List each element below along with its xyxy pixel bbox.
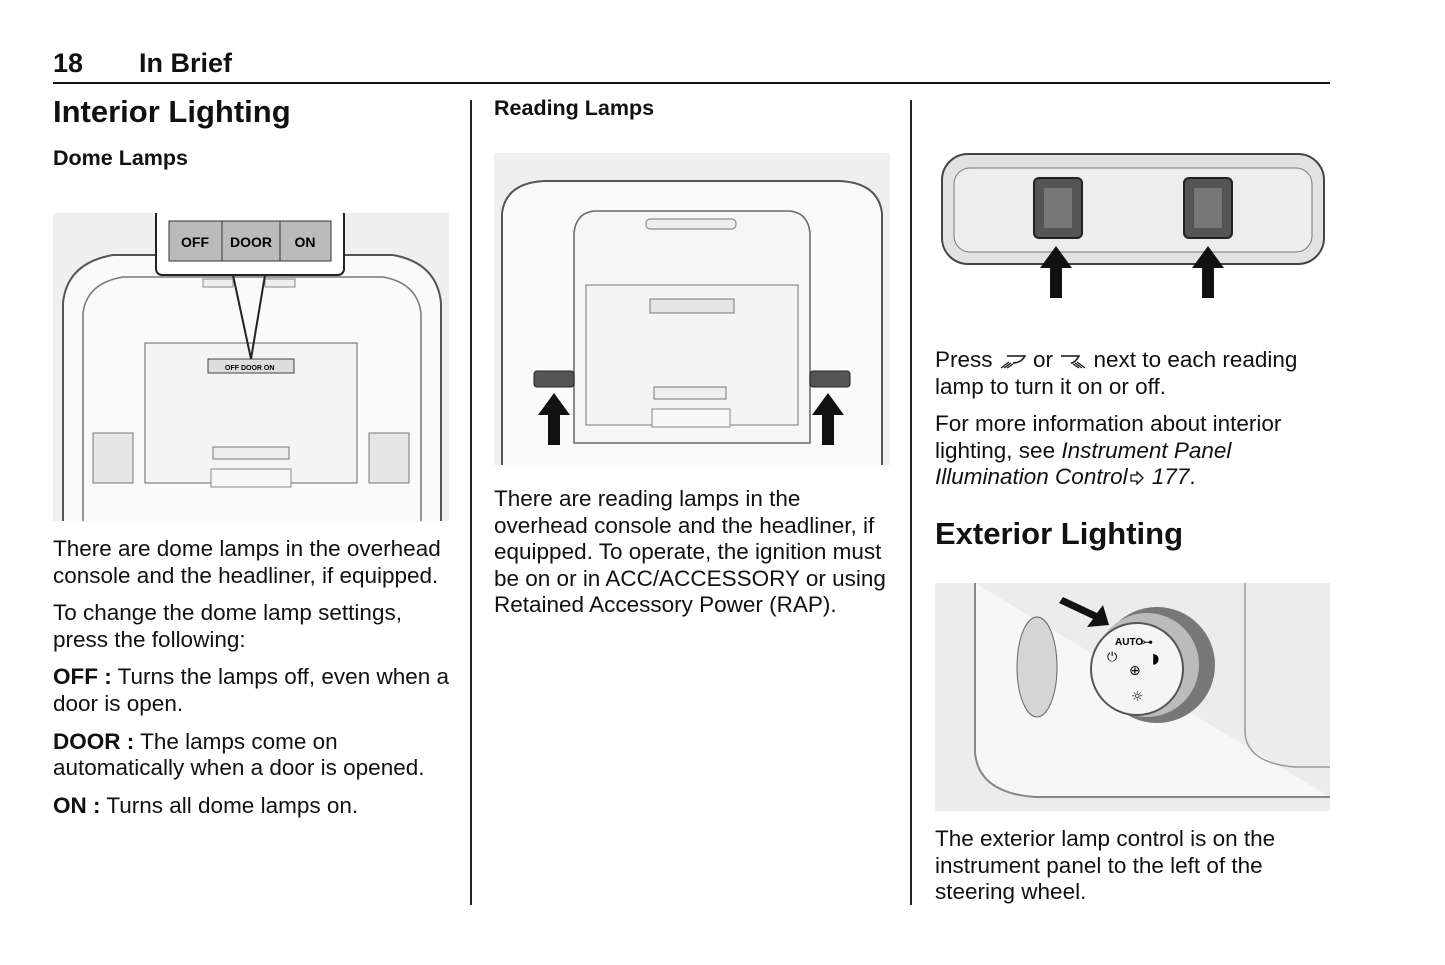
- term: DOOR :: [53, 728, 135, 754]
- off-label: OFF: [181, 234, 209, 250]
- reading-lamps-heading: Reading Lamps: [494, 96, 655, 120]
- press-instruction: Press or next to each reading lamp to tu…: [935, 347, 1335, 400]
- dome-lamps-text: There are dome lamps in the overhead con…: [53, 536, 453, 830]
- reading-lamp-right-icon: [1061, 355, 1086, 369]
- interior-lighting-heading: Interior Lighting: [53, 94, 291, 129]
- press-text: Press: [935, 347, 999, 372]
- or-text: or: [1026, 347, 1060, 372]
- dome-para-2: To change the dome lamp settings, press …: [53, 600, 402, 652]
- dashboard-brightness-icon: ☼: [1131, 689, 1144, 705]
- reading-lamps-text: There are reading lamps in the overhead …: [494, 486, 894, 630]
- exterior-lighting-heading: Exterior Lighting: [935, 516, 1183, 551]
- dome-lamp-figure: OFF DOOR ON OFF DOOR ON: [53, 213, 449, 521]
- page-number: 18: [53, 48, 84, 78]
- dome-para-1: There are dome lamps in the overhead con…: [53, 536, 441, 588]
- parking-lamp-icon: ⊶: [1141, 635, 1153, 649]
- reading-lamp-console-figure: [494, 153, 890, 465]
- page-reference-arrow-icon: [1129, 471, 1144, 486]
- column-divider: [910, 100, 912, 905]
- on-label: ON: [295, 234, 316, 250]
- dome-item-on: ON : Turns all dome lamps on.: [53, 793, 453, 820]
- pointer-arrow: [1059, 597, 1109, 627]
- headlamp-icon: ◗: [1152, 651, 1159, 667]
- term: ON :: [53, 792, 101, 818]
- term: OFF :: [53, 664, 112, 690]
- exterior-lighting-text: The exterior lamp control is on the inst…: [935, 826, 1335, 917]
- power-off-icon: ⏻: [1107, 650, 1117, 665]
- header-rule: [53, 82, 1330, 84]
- reading-lamp-instructions: Press or next to each reading lamp to tu…: [935, 347, 1335, 502]
- dome-item-off: OFF : Turns the lamps off, even when a d…: [53, 664, 453, 717]
- more-info: For more information about interior ligh…: [935, 411, 1335, 491]
- more-text: For more information about interior ligh…: [935, 411, 1282, 463]
- exterior-lamp-control-figure: AUTO ⊶ ⏻ ◗ ⊕ ☼: [935, 583, 1330, 811]
- svg-text:OFF DOOR ON: OFF DOOR ON: [225, 365, 274, 372]
- auto-label: AUTO: [1115, 637, 1143, 648]
- reading-lamp-headliner-figure: [940, 152, 1326, 298]
- desc: The lamps come on automatically when a d…: [53, 728, 425, 781]
- reading-para-1: There are reading lamps in the overhead …: [494, 486, 886, 618]
- cross-reference-link[interactable]: Instrument Panel Illumination Control: [935, 437, 1232, 490]
- fog-lamp-icon: ⊕: [1129, 663, 1141, 679]
- dome-lamps-heading: Dome Lamps: [53, 146, 189, 170]
- period: .: [1189, 464, 1196, 490]
- desc: Turns the lamps off, even when a door is…: [53, 664, 450, 716]
- cross-reference-page[interactable]: 177: [1145, 464, 1190, 490]
- column-divider: [470, 100, 472, 905]
- press-post-text: next to each reading lamp to turn it on …: [935, 347, 1298, 399]
- door-label: DOOR: [230, 234, 272, 250]
- exterior-para: The exterior lamp control is on the inst…: [935, 826, 1276, 905]
- reading-lamp-left-icon: [1000, 355, 1027, 369]
- desc: Turns all dome lamps on.: [100, 792, 359, 818]
- dome-item-door: DOOR : The lamps come on automatically w…: [53, 729, 453, 782]
- section-title: In Brief: [139, 48, 233, 78]
